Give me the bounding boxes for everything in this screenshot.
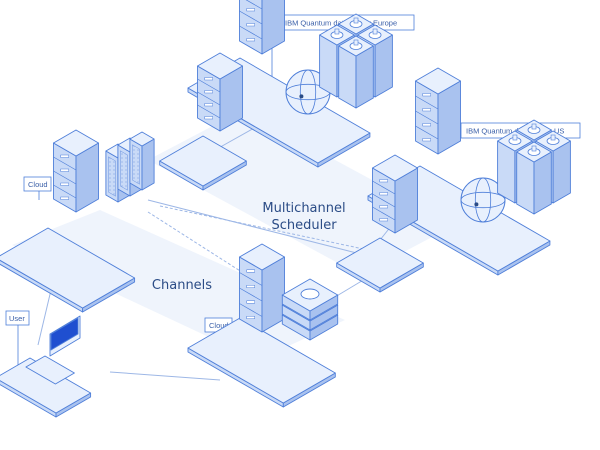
- us-server-drawer-line: [415, 95, 439, 110]
- user-tag: User: [5, 310, 30, 326]
- cloud-left-server-drawer-handle: [60, 196, 69, 200]
- us-cryostat-knob-2: [550, 134, 556, 141]
- scheduler-top-server-drawer-handle: [204, 77, 213, 81]
- europe-server-drawer-handle: [246, 23, 255, 27]
- scheduler-right-server-drawer-handle: [379, 192, 388, 196]
- us-cryostat-knob-0: [531, 123, 537, 130]
- us-cryostat-unit-3-left-face: [516, 151, 535, 215]
- cloud-bottom-disc: [300, 288, 320, 300]
- diagram-objects: [0, 0, 571, 418]
- us-server-drawer-line: [415, 125, 439, 140]
- europe-qubit-sphere-meridian: [299, 69, 317, 115]
- europe-cryostat-unit-2-right-face: [374, 34, 393, 98]
- europe-server-drawer-handle: [246, 8, 255, 12]
- cloud-left: [0, 129, 155, 313]
- scheduler-top-server-drawer-handle: [204, 116, 213, 120]
- cloud-left-rack-3-right-face: [141, 138, 155, 191]
- cloud-left-server-drawer-handle: [60, 168, 69, 172]
- cloud-left-server-drawer-line: [53, 156, 77, 171]
- cloud-bottom-label: Cloud: [209, 321, 229, 330]
- cloud-left-server-drawer-line: [53, 184, 77, 199]
- us-cryostat-knob-1: [512, 134, 518, 141]
- user-platform-top-face: [0, 357, 92, 414]
- cloud-left-rack-1-dots: [108, 156, 116, 197]
- cloud-bottom-server-drawer-handle: [246, 316, 255, 319]
- europe-cryostat-unit-3-left-face: [338, 45, 357, 109]
- europe-cryostat-knob-2: [372, 28, 378, 35]
- us-server-drawer-line: [415, 110, 439, 125]
- us-server-drawer-handle: [422, 138, 431, 142]
- europe-server-drawer-line: [245, 0, 263, 10]
- europe-server-drawer-handle: [246, 38, 255, 42]
- cloud-bottom-server-drawer-handle: [246, 300, 255, 304]
- us-cryostat-unit-2-right-face: [552, 140, 571, 204]
- europe-cryostat-knob-1: [334, 28, 340, 35]
- scheduler-right-server-drawer-line: [372, 206, 396, 221]
- channels-label: Channels: [152, 278, 212, 293]
- cloud-bottom: [187, 243, 339, 408]
- scheduler-server-top: [159, 52, 247, 191]
- us-qubit-sphere-meridian: [474, 177, 492, 223]
- scheduler-right-server-drawer-line: [372, 193, 396, 208]
- scheduler-label-line1: Multichannel: [262, 201, 345, 216]
- us-server-drawer-handle: [422, 123, 431, 127]
- user-label: User: [9, 314, 25, 323]
- cloud-left-server-top-face: [53, 129, 99, 157]
- scheduler-top-server-drawer-handle: [204, 90, 213, 94]
- us-qubit-sphere-ring: [460, 191, 506, 209]
- us-qubit-sphere-dot: [474, 202, 479, 207]
- europe-qubit-sphere-dot: [299, 94, 304, 99]
- scheduler-top-server-drawer-line: [197, 91, 221, 106]
- scheduler-top-platform-top-face: [159, 135, 247, 187]
- cloud-left-server-drawer-handle: [60, 182, 69, 186]
- europe-server-right-face: [261, 0, 285, 55]
- scheduler-server-right: [336, 154, 424, 293]
- europe-cryostat-unit-1-left-face: [319, 34, 338, 98]
- us-cryostat-unit-1-left-face: [497, 140, 516, 204]
- cloud-left-tag: Cloud: [23, 176, 52, 192]
- scheduler-right-server-drawer-handle: [379, 179, 388, 183]
- scheduler-top-server-drawer-line: [197, 104, 221, 119]
- scheduler-right-platform-top-face: [336, 237, 424, 289]
- scheduler-top-server-top-face: [197, 52, 243, 80]
- cloud-bottom-server-drawer-line: [239, 272, 263, 286]
- cloud-bottom-server-drawer-handle: [246, 285, 255, 288]
- cloud-left-platform-top-face: [0, 227, 136, 309]
- cloud-bottom-server-top-face: [239, 243, 285, 271]
- europe-server-drawer-line: [239, 10, 263, 25]
- cloud-bottom-server-drawer-line: [239, 287, 263, 302]
- us-server-drawer-handle: [422, 108, 431, 112]
- cloud-left-server-drawer-line: [53, 170, 77, 185]
- cloud-left-rack-3-dots: [132, 144, 140, 185]
- cloud-left-label: Cloud: [28, 180, 48, 189]
- scheduler-top-server-drawer-handle: [204, 103, 213, 107]
- cloud-left-rack-2-dots: [120, 150, 128, 191]
- europe-server-left-face: [239, 0, 263, 55]
- scheduler-right-server-drawer-handle: [379, 205, 388, 209]
- cloud-left-rack-3-top-face: [129, 131, 155, 147]
- europe-cryostat-unit-3-right-face: [355, 45, 374, 109]
- us-server-drawer-handle: [422, 93, 431, 97]
- cloud-bottom-server-drawer-line: [239, 303, 263, 317]
- cloud-bottom-server-drawer-handle: [246, 269, 255, 273]
- europe-server-drawer-line: [239, 25, 263, 40]
- europe-cryostat-knob-3: [353, 39, 359, 46]
- us-cryostat-unit-3-right-face: [533, 151, 552, 215]
- laptop-base: [25, 355, 75, 385]
- laptop-screen: [50, 317, 79, 351]
- europe-cryostat-knob-0: [353, 17, 359, 24]
- cloud-left-server-drawer-handle: [60, 154, 69, 158]
- scheduler-right-server-top-face: [372, 154, 418, 182]
- us-server-top-face: [415, 67, 461, 95]
- user-laptop: [0, 315, 92, 418]
- scheduler-top-server-drawer-line: [197, 78, 221, 93]
- us-cryostat-knob-3: [531, 145, 537, 152]
- scheduler-right-server-drawer-handle: [379, 218, 388, 222]
- cloud-bottom-platform-top-face: [187, 317, 336, 404]
- scheduler-right-server-drawer-line: [372, 180, 396, 195]
- scheduler-label-line2: Scheduler: [271, 218, 337, 233]
